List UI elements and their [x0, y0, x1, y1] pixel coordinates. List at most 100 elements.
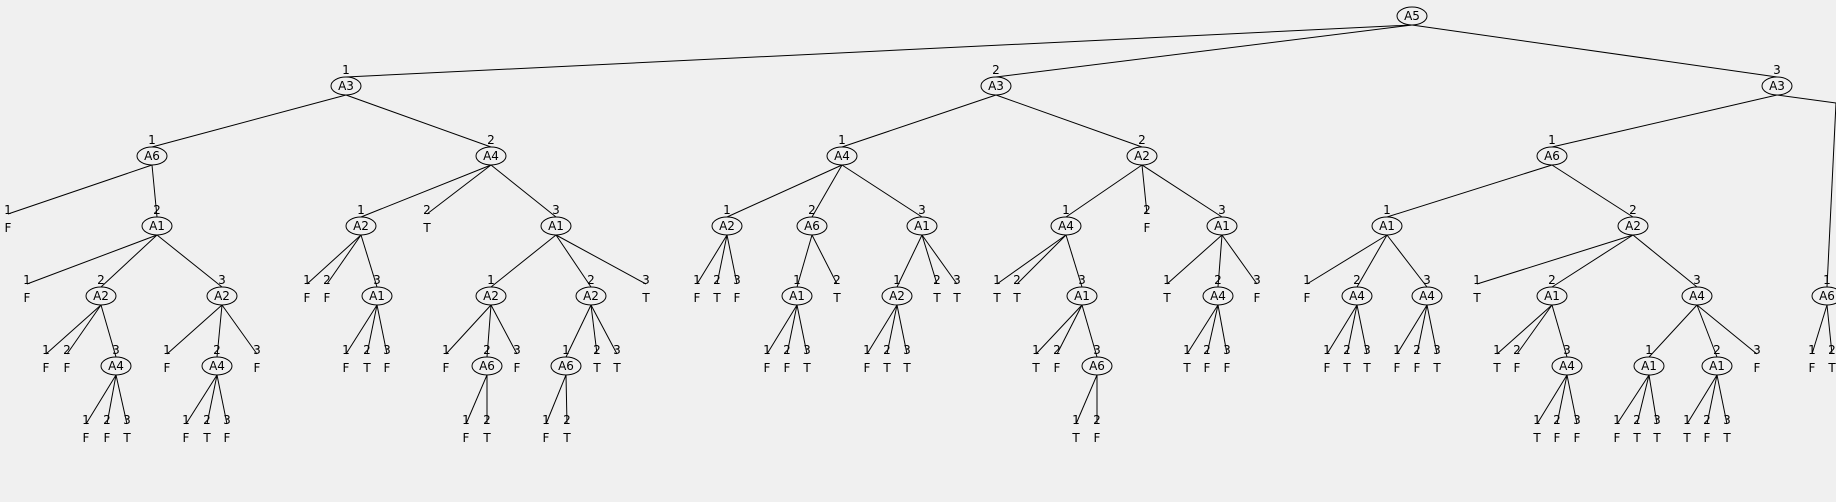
leaf-value-t: T [1827, 361, 1836, 375]
leaf-value-f: F [1204, 361, 1211, 375]
edge-label: 3 [1753, 343, 1761, 357]
node-a2-ellipse [206, 286, 238, 306]
node-a4-label: A4 [1058, 219, 1074, 233]
leaf-value-t: T [1472, 291, 1481, 305]
node-a4-label: A4 [1559, 359, 1575, 373]
tree-edge [1636, 374, 1650, 425]
leaf-value-t: T [202, 431, 211, 445]
edge-label: 3 [613, 343, 621, 357]
leaf-value-t: T [422, 221, 431, 235]
node-a1-ellipse [1633, 356, 1665, 376]
node-a3-label: A3 [1769, 79, 1785, 93]
leaf-value-t: T [641, 291, 650, 305]
leaf-value-t: T [902, 361, 911, 375]
tree-edge [1536, 374, 1568, 425]
node-a6-ellipse [550, 356, 582, 376]
node-a2-label: A2 [353, 219, 369, 233]
leaf-value-f: F [43, 361, 50, 375]
tree-edge [796, 304, 808, 355]
leaf-value-f: F [1144, 221, 1151, 235]
leaf-value-f: F [104, 431, 111, 445]
edge-label: 2 [1703, 413, 1711, 427]
tree-edge [1776, 94, 1836, 104]
edge-label: 1 [23, 273, 31, 287]
leaf-value-f: F [864, 361, 871, 375]
tree-edge [156, 234, 223, 288]
node-a6-ellipse [796, 216, 828, 236]
node-a6-label: A6 [804, 219, 820, 233]
edge-label: 2 [1633, 413, 1641, 427]
edge-label: 1 [838, 133, 846, 147]
edge-label: 3 [1423, 273, 1431, 287]
node-a4-ellipse [100, 356, 132, 376]
leaf-value-f: F [1704, 431, 1711, 445]
tree-edge [726, 164, 843, 218]
edge-label: 1 [4, 203, 12, 217]
node-a1-label: A1 [1641, 359, 1657, 373]
edge-label: 2 [1413, 343, 1421, 357]
tree-edge [555, 234, 647, 285]
tree-edge [766, 304, 798, 355]
edge-label: 1 [1493, 343, 1501, 357]
node-a6-ellipse [471, 356, 503, 376]
edge-label: 2 [423, 203, 431, 217]
edge-label: 3 [1078, 273, 1086, 287]
tree-edge [841, 164, 923, 218]
node-a1-label: A1 [369, 289, 385, 303]
leaf-value-t: T [1362, 361, 1371, 375]
leaf-value-f: F [734, 291, 741, 305]
tree-edge [590, 304, 618, 355]
leaf-value-t: T [362, 361, 371, 375]
leaf-value-f: F [83, 431, 90, 445]
node-a4-ellipse [1341, 286, 1373, 306]
tree-edge [726, 234, 738, 285]
leaf-value-t: T [952, 291, 961, 305]
edge-label: 1 [1303, 273, 1311, 287]
node-a6-label: A6 [1089, 359, 1105, 373]
edge-label: 2 [992, 63, 1000, 77]
tree-edge [811, 164, 843, 218]
edge-label: 2 [203, 413, 211, 427]
tree-edge [1416, 304, 1428, 355]
tree-edge [1326, 304, 1358, 355]
node-a2-ellipse [575, 286, 607, 306]
node-a2-ellipse [475, 286, 507, 306]
leaf-value-t: T [1162, 291, 1171, 305]
leaf-value-t: T [1031, 361, 1040, 375]
tree-edge [445, 304, 492, 355]
tree-edge [486, 304, 492, 358]
node-a6-ellipse [1811, 286, 1836, 306]
edge-label: 2 [1548, 273, 1556, 287]
tree-edge [1075, 374, 1098, 425]
tree-edge [995, 94, 1143, 148]
tree-edge [565, 374, 568, 425]
edge-label: 1 [863, 343, 871, 357]
tree-edge [1206, 304, 1219, 355]
node-a1-ellipse [361, 286, 393, 306]
edge-label: 1 [163, 343, 171, 357]
tree-edge [45, 304, 102, 355]
edge-label: 1 [542, 413, 550, 427]
edge-label: 2 [1143, 203, 1151, 217]
leaf-value-t: T [1012, 291, 1021, 305]
node-a4-label: A4 [1349, 289, 1365, 303]
tree-edge [345, 24, 1413, 78]
node-a1-ellipse [1536, 286, 1568, 306]
tree-edge [1632, 234, 1698, 288]
edge-label: 2 [713, 273, 721, 287]
tree-edge [166, 304, 223, 355]
tree-edge [1496, 304, 1553, 355]
edge-label: 3 [383, 343, 391, 357]
tree-edge [1186, 304, 1219, 355]
node-a3-label: A3 [338, 79, 354, 93]
edge-label: 2 [1138, 133, 1146, 147]
tree-edge [1551, 234, 1634, 288]
tree-edge [1551, 94, 1778, 148]
tree-edge [555, 234, 592, 288]
edge-label: 3 [253, 343, 261, 357]
edge-label: 3 [1773, 63, 1781, 77]
edge-label: 1 [442, 343, 450, 357]
leaf-value-t: T [1682, 431, 1691, 445]
tree-edge [996, 234, 1067, 285]
leaf-value-f: F [764, 361, 771, 375]
